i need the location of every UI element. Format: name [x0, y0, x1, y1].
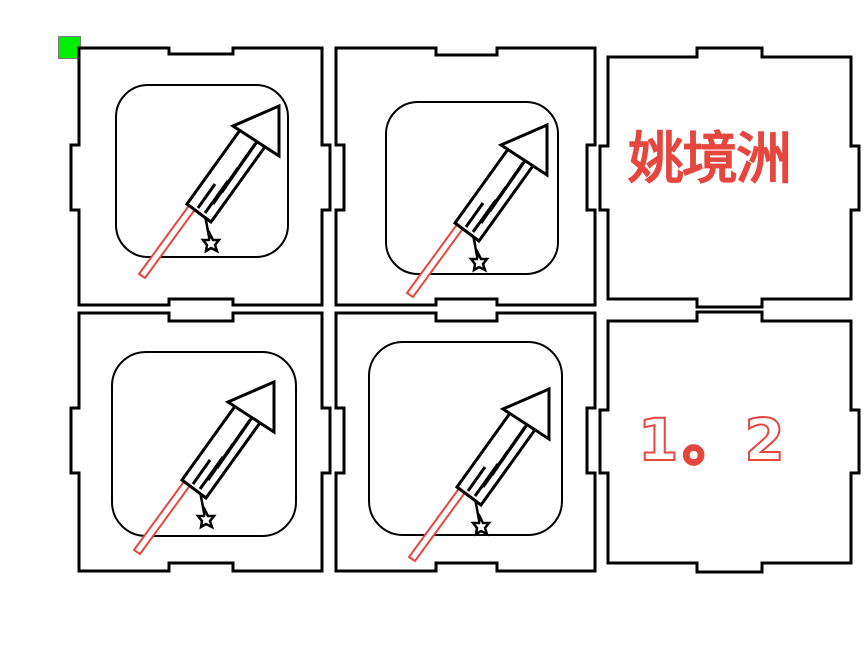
icon-frame [368, 341, 563, 536]
panel-3 [598, 46, 861, 309]
panel-1 [69, 46, 332, 307]
panel-5 [334, 311, 597, 573]
name-label: 姚境洲 [628, 127, 792, 192]
panel-2 [334, 46, 597, 307]
panel-6 [598, 310, 861, 574]
icon-frame [115, 84, 289, 258]
icon-frame [385, 101, 559, 275]
icon-frame [111, 351, 297, 537]
panel-4 [69, 311, 332, 573]
version-label: 1。2 [637, 406, 789, 474]
